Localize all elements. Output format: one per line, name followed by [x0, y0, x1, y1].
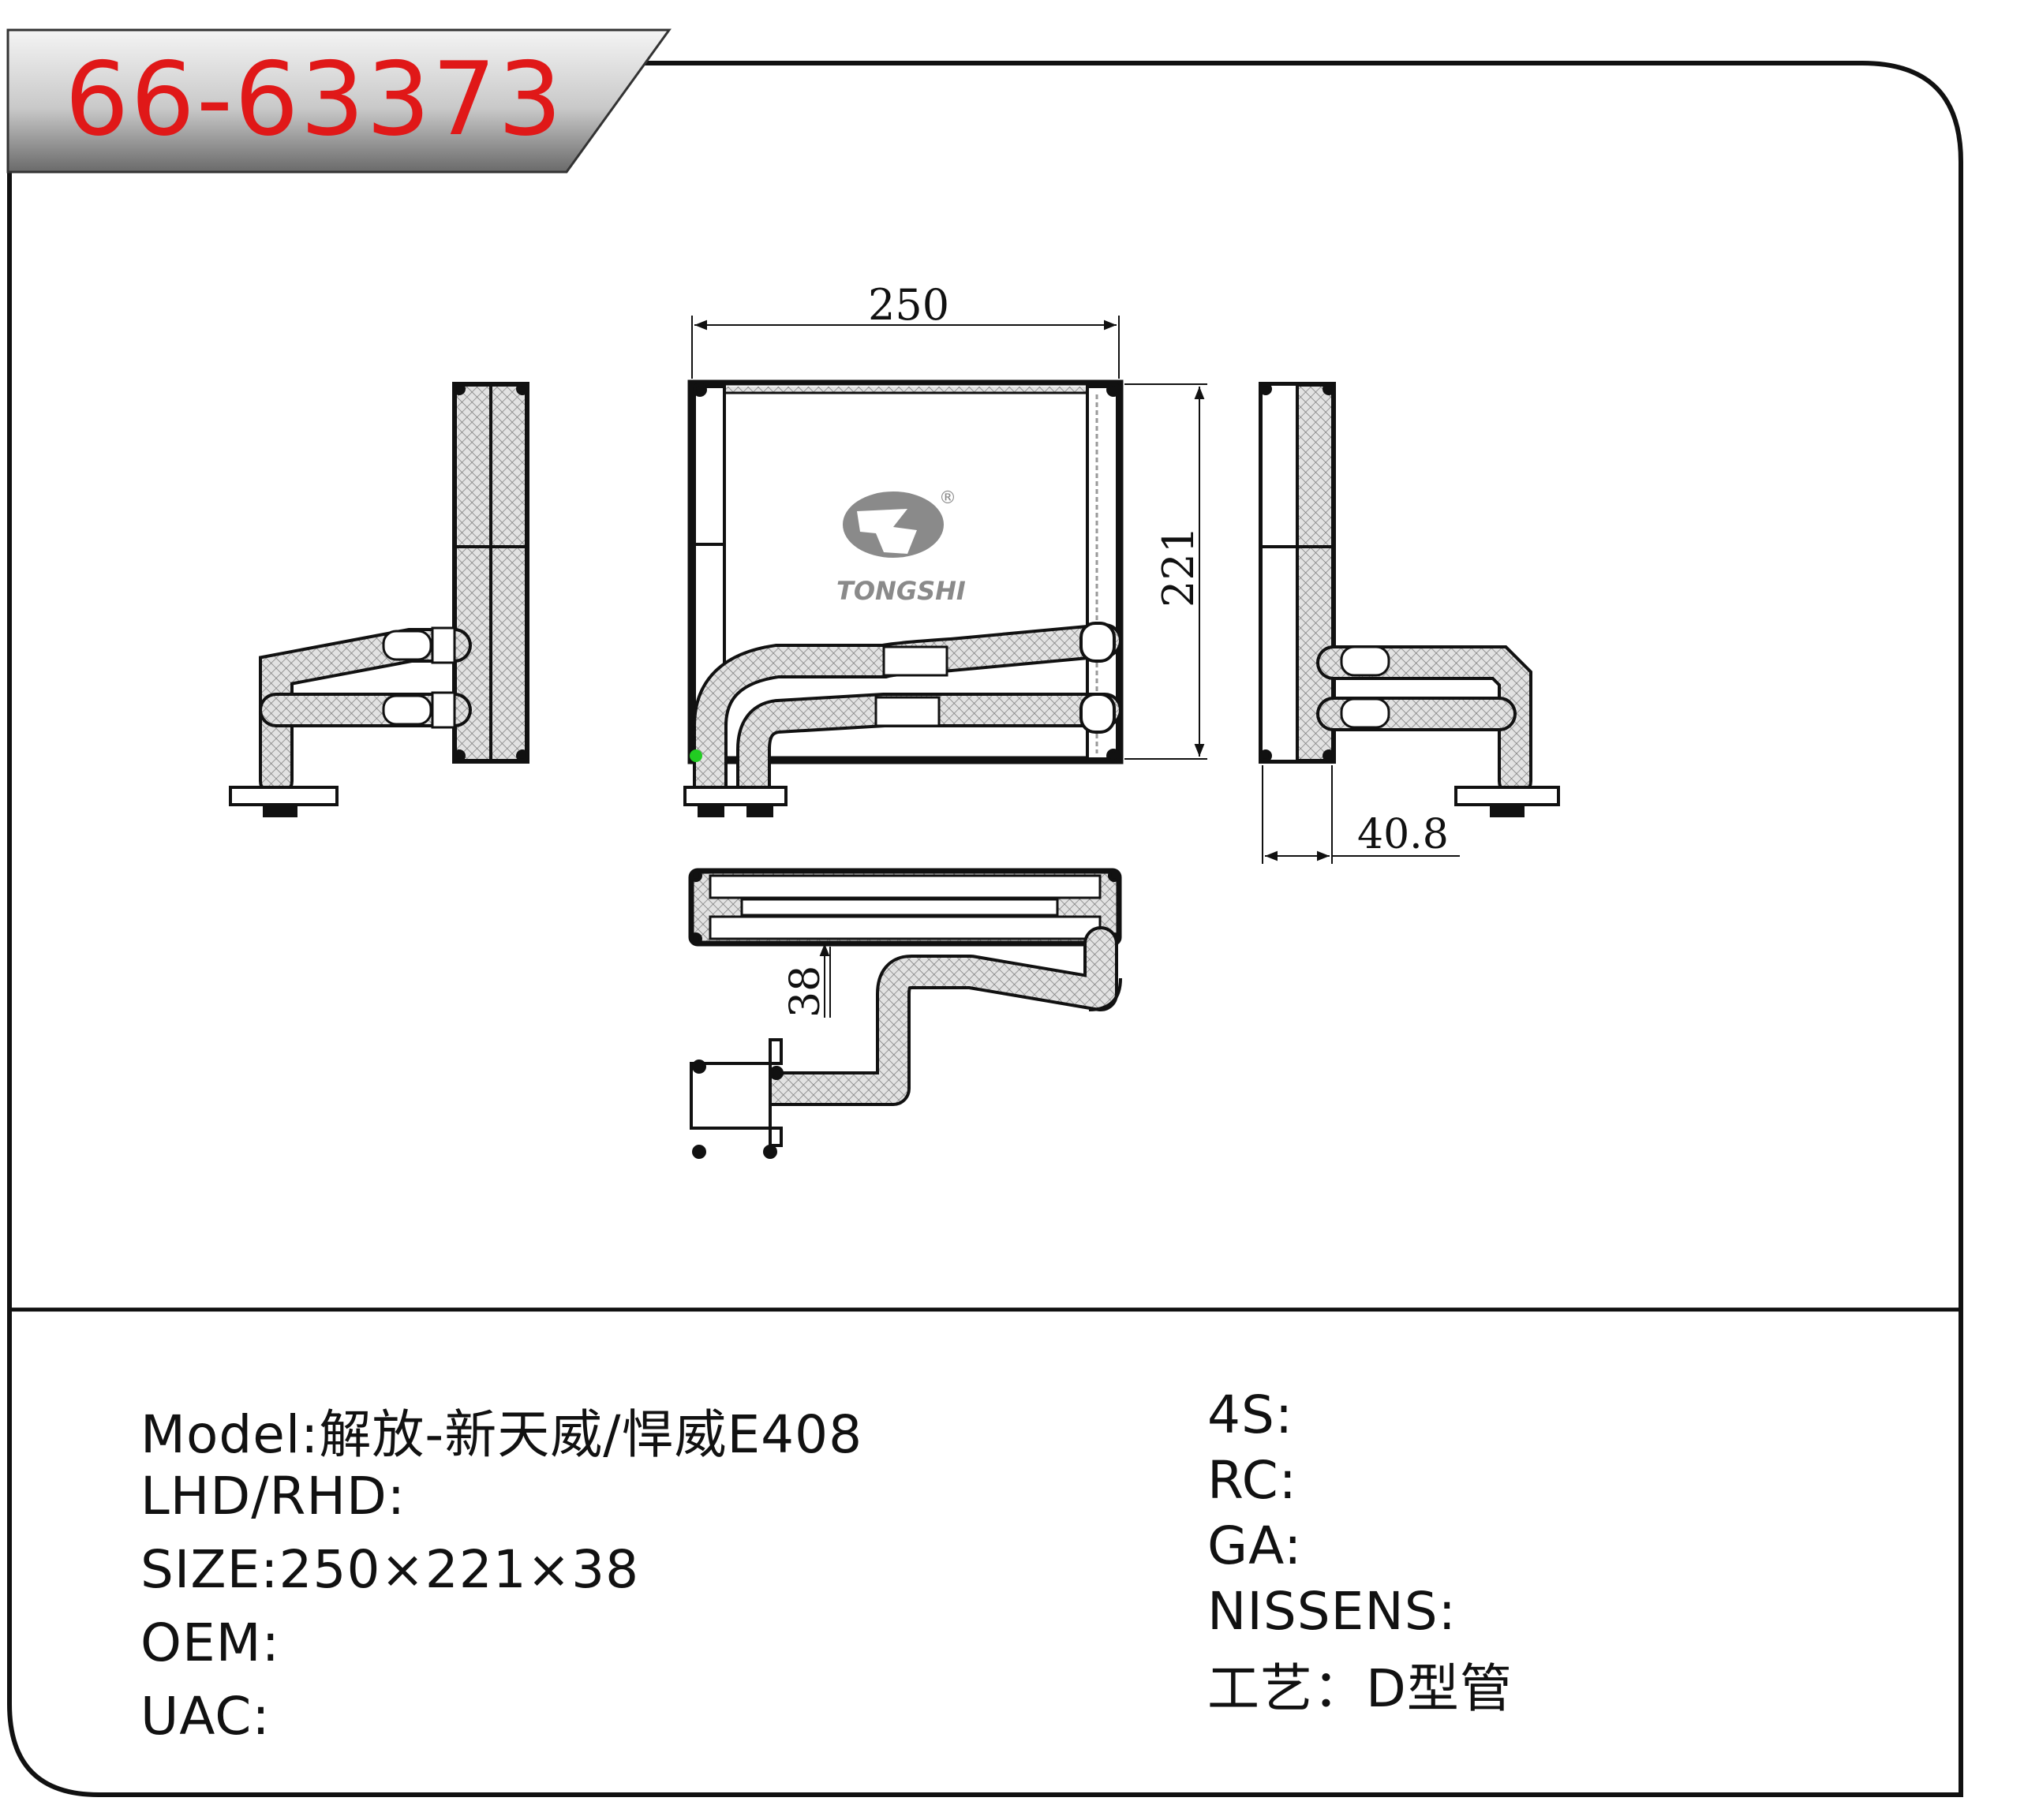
spec-label: OEM [140, 1613, 262, 1673]
top-depth-dimension: 38 [782, 944, 830, 1018]
left-side-view [229, 382, 529, 817]
specs-left-row: OEM: [140, 1613, 280, 1673]
spec-label: 4S [1207, 1385, 1275, 1445]
specs-right-row: RC: [1207, 1450, 1297, 1511]
spec-separator: : [387, 1466, 406, 1527]
spec-value: 解放-新天威/悍威E408 [319, 1404, 863, 1465]
specs-left-row: Model:解放-新天威/悍威E408 [140, 1392, 862, 1468]
spec-separator: : [1284, 1515, 1303, 1576]
spec-label: UAC [140, 1686, 253, 1747]
outer-frame [7, 61, 1963, 1797]
right-side-view [1259, 382, 1560, 817]
spec-value: D型管 [1366, 1658, 1513, 1719]
spec-label: NISSENS [1207, 1581, 1439, 1642]
side-depth-value: 40.8 [1357, 811, 1449, 858]
height-dimension: 221 [1124, 383, 1207, 760]
spec-separator: ： [1313, 1658, 1366, 1719]
spec-label: Model [140, 1404, 301, 1465]
spec-label: RC [1207, 1450, 1279, 1511]
side-depth-dimension: 40.8 [1262, 765, 1460, 864]
marker-dot [690, 749, 702, 762]
spec-separator: : [1438, 1581, 1457, 1642]
width-dimension: 250 [691, 280, 1120, 379]
top-depth-value: 38 [782, 966, 829, 1018]
spec-separator: : [1278, 1450, 1297, 1511]
spec-separator: : [252, 1686, 271, 1747]
part-number: 66-63373 [65, 41, 563, 159]
spec-separator: : [261, 1613, 280, 1673]
specs-left-row: UAC: [140, 1686, 271, 1747]
specs-right-row: 工艺：D型管 [1207, 1646, 1513, 1722]
width-value: 250 [868, 280, 949, 330]
spec-label: GA [1207, 1515, 1285, 1576]
height-value: 221 [1154, 526, 1203, 607]
tongshi-logo: ® TONGSHI [836, 488, 966, 606]
front-view [683, 379, 1124, 817]
spec-label: SIZE [140, 1539, 261, 1600]
specs-right-row: NISSENS: [1207, 1581, 1457, 1642]
spec-value: 250×221×38 [279, 1539, 640, 1600]
registered-mark: ® [939, 488, 956, 508]
spec-label: LHD/RHD [140, 1466, 387, 1527]
specs-left-row: LHD/RHD: [140, 1466, 406, 1527]
spec-separator: : [1274, 1385, 1294, 1445]
top-view [688, 868, 1122, 1159]
logo-brand: TONGSHI [836, 576, 966, 606]
specs-right-row: 4S: [1207, 1385, 1293, 1445]
spec-separator: : [301, 1404, 320, 1465]
spec-separator: : [260, 1539, 279, 1600]
spec-label: 工艺 [1207, 1658, 1313, 1719]
specs-left-row: SIZE:250×221×38 [140, 1539, 639, 1600]
part-number-banner: 66-63373 [6, 28, 672, 174]
specs-right-row: GA: [1207, 1515, 1302, 1576]
